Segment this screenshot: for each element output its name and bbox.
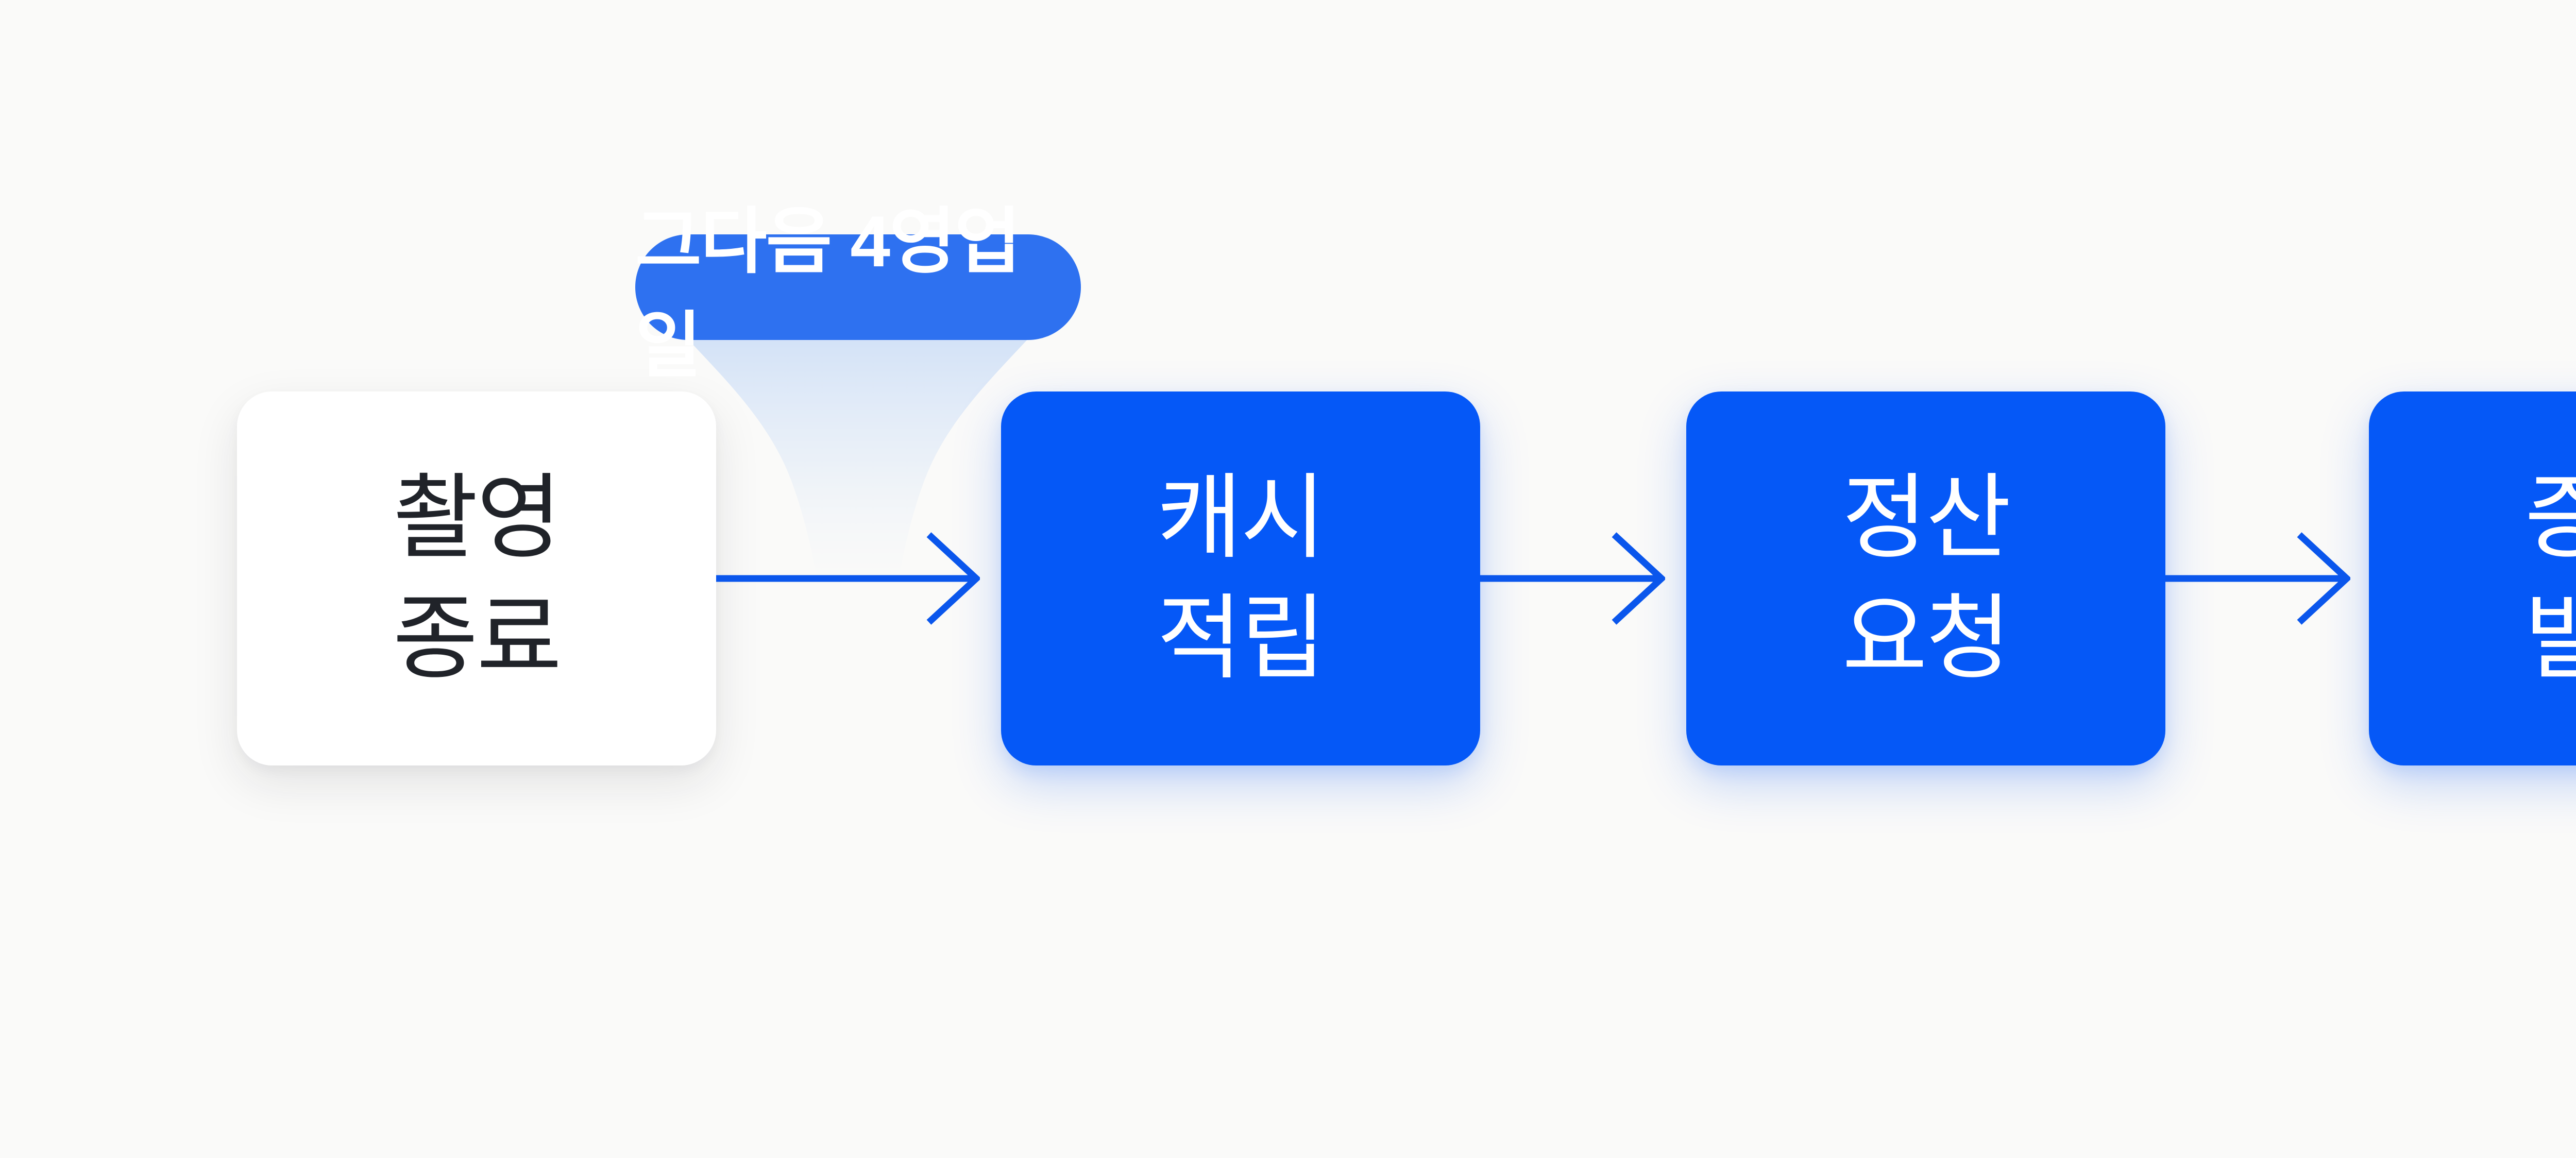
flow-arrow-3 bbox=[2165, 524, 2350, 633]
step-label-line: 적립 bbox=[1157, 587, 1326, 690]
badge-label: 그다음 4영업일 bbox=[635, 200, 1021, 386]
flow-arrow-2 bbox=[1480, 524, 1665, 633]
step-label-line: 촬영 bbox=[393, 466, 562, 570]
arrow-right-icon bbox=[1480, 532, 1665, 625]
step-label-line: 증빙 bbox=[2524, 466, 2576, 570]
step-label-line: 캐시 bbox=[1157, 466, 1326, 570]
step-box-settlement-request: 정산 요청 bbox=[1686, 391, 2165, 765]
step-box-receipt-issuance: 증빙 발급 bbox=[2369, 391, 2576, 765]
step-label-line: 요청 bbox=[1842, 587, 2011, 690]
funnel-shape bbox=[687, 338, 1029, 586]
step-box-cash-accrual: 캐시 적립 bbox=[1001, 391, 1480, 765]
step-label-line: 발급 bbox=[2524, 587, 2576, 690]
flow-arrow-1 bbox=[716, 524, 980, 633]
badge-next-4-business-days: 그다음 4영업일 bbox=[635, 201, 1081, 386]
badge-funnel-gradient-1 bbox=[683, 338, 1033, 586]
step-box-filming-end: 촬영 종료 bbox=[237, 391, 716, 765]
arrow-right-icon bbox=[2165, 532, 2350, 625]
arrow-right-icon bbox=[716, 532, 980, 625]
step-label-line: 종료 bbox=[393, 587, 562, 690]
step-label-line: 정산 bbox=[1842, 466, 2011, 570]
